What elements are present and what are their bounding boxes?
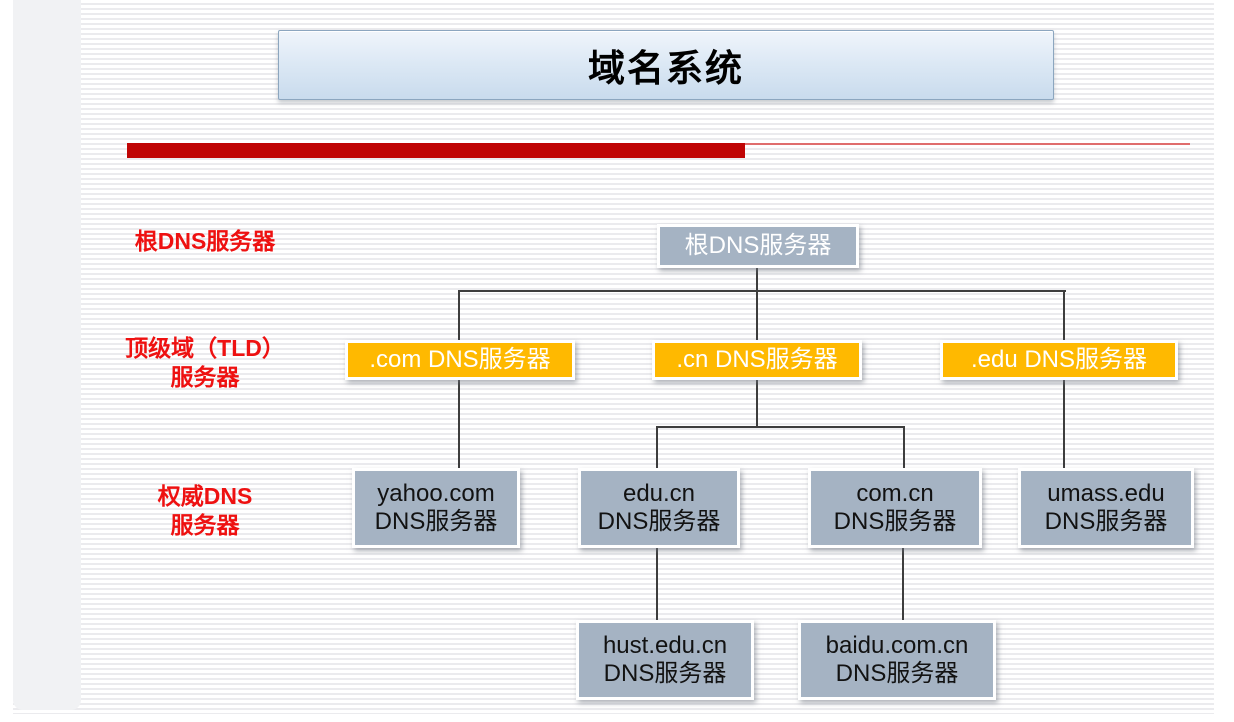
- auth-yahoo-line2: DNS服务器: [374, 508, 498, 535]
- connector-drop-com: [458, 290, 460, 342]
- auth-comcn-box: com.cn DNS服务器: [808, 468, 982, 548]
- auth-comcn-line2: DNS服务器: [833, 508, 957, 535]
- connector-drop-cn: [756, 290, 758, 342]
- auth-umass-line1: umass.edu: [1047, 479, 1165, 507]
- row-label-tld-line2: 服务器: [170, 363, 240, 390]
- connector-root-down: [756, 266, 758, 292]
- sub-baidu-box: baidu.com.cn DNS服务器: [798, 620, 996, 700]
- tld-edu-box: .edu DNS服务器: [940, 340, 1178, 380]
- connector-com-to-yahoo: [458, 378, 460, 470]
- connector-drop-comcn: [903, 426, 905, 470]
- row-label-authoritative-line1: 权威DNS: [157, 483, 253, 509]
- sub-hust-box: hust.edu.cn DNS服务器: [576, 620, 754, 700]
- sub-hust-line1: hust.edu.cn: [602, 631, 728, 659]
- left-margin-band: [13, 0, 81, 710]
- connector-cn-down: [756, 378, 758, 428]
- slide-title: 域名系统: [588, 48, 744, 89]
- auth-educn-line2: DNS服务器: [597, 508, 721, 535]
- red-divider-line: [745, 143, 1190, 145]
- row-label-root-text: 根DNS服务器: [134, 228, 276, 254]
- row-label-tld: 顶级域（TLD） 服务器: [95, 334, 315, 392]
- sub-baidu-line2: DNS服务器: [835, 660, 959, 687]
- connector-edu-to-umass: [1063, 378, 1065, 470]
- connector-educn-to-hust: [656, 548, 658, 622]
- root-dns-server-box: 根DNS服务器: [657, 224, 859, 268]
- connector-comcn-to-baidu: [902, 548, 904, 622]
- slide-title-box: 域名系统: [278, 30, 1054, 100]
- connector-drop-educn: [656, 426, 658, 470]
- auth-umass-line2: DNS服务器: [1044, 508, 1168, 535]
- auth-umass-box: umass.edu DNS服务器: [1018, 468, 1194, 548]
- connector-drop-edu: [1063, 290, 1065, 342]
- sub-baidu-line1: baidu.com.cn: [825, 631, 969, 659]
- connector-tld-horizontal: [458, 290, 1066, 292]
- auth-educn-box: edu.cn DNS服务器: [578, 468, 740, 548]
- tld-cn-box: .cn DNS服务器: [652, 340, 862, 380]
- sub-hust-line2: DNS服务器: [603, 660, 727, 687]
- root-dns-server-label: 根DNS服务器: [684, 231, 832, 259]
- row-label-root: 根DNS服务器: [100, 227, 310, 256]
- auth-yahoo-line1: yahoo.com: [377, 479, 495, 507]
- row-label-tld-line1: 顶级域（TLD）: [125, 335, 285, 361]
- tld-edu-label: .edu DNS服务器: [970, 345, 1148, 373]
- tld-com-box: .com DNS服务器: [345, 340, 575, 380]
- auth-comcn-line1: com.cn: [856, 479, 934, 507]
- auth-educn-line1: edu.cn: [622, 479, 696, 507]
- tld-cn-label: .cn DNS服务器: [676, 345, 838, 373]
- auth-yahoo-box: yahoo.com DNS服务器: [352, 468, 520, 548]
- connector-cn-horizontal: [656, 426, 905, 428]
- row-label-authoritative: 权威DNS 服务器: [95, 482, 315, 540]
- row-label-authoritative-line2: 服务器: [170, 511, 240, 538]
- red-divider-bar: [127, 143, 745, 158]
- tld-com-label: .com DNS服务器: [369, 345, 551, 373]
